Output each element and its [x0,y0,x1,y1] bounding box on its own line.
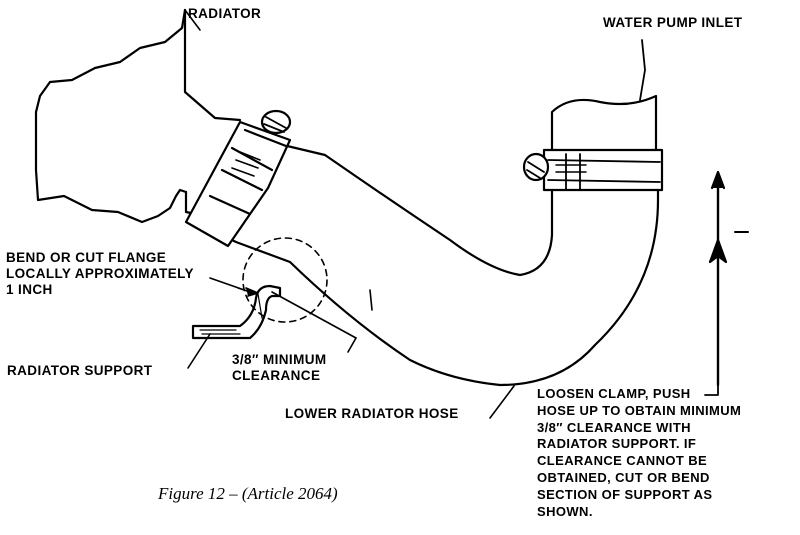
label-clearance-line-1: 3/8″ MINIMUM [232,352,327,367]
water-pump-inlet-pipe [550,39,658,152]
detail-circle [242,237,328,323]
figure-caption: Figure 12 – (Article 2064) [158,484,338,503]
label-bend-or-cut-line-3: 1 INCH [6,282,53,297]
label-lower-radiator-hose: LOWER RADIATOR HOSE [285,406,459,421]
instruction-line-6: OBTAINED, CUT OR BEND [537,469,710,485]
push-up-arrow [704,170,749,396]
instruction-line-1: LOOSEN CLAMP, PUSH [537,386,691,401]
instruction-line-2: HOSE UP TO OBTAIN MINIMUM [537,402,742,418]
radiator-tank [34,8,242,224]
radiator-support-bracket [191,284,282,340]
leader-lines [184,9,515,419]
label-clearance-line-2: CLEARANCE [232,368,321,383]
radiator-clamp [184,109,292,248]
instruction-line-3: 3/8″ CLEARANCE WITH [537,419,691,435]
instruction-line-8: SHOWN. [537,503,593,519]
label-instructions: LOOSEN CLAMP, PUSH HOSE UP TO OBTAIN MIN… [537,386,741,520]
label-radiator: RADIATOR [188,6,262,21]
label-bend-or-cut: BEND OR CUT FLANGE LOCALLY APPROXIMATELY… [6,250,194,298]
label-radiator-support: RADIATOR SUPPORT [7,363,153,378]
clearance-dimension [271,289,373,353]
water-pump-clamp [522,148,664,192]
label-clearance: 3/8″ MINIMUM CLEARANCE [232,352,327,384]
instruction-line-7: SECTION OF SUPPORT AS [537,486,713,502]
label-bend-or-cut-line-2: LOCALLY APPROXIMATELY [6,266,194,281]
label-water-pump-inlet: WATER PUMP INLET [603,15,743,30]
label-bend-or-cut-line-1: BEND OR CUT FLANGE [6,250,167,265]
instruction-line-5: CLEARANCE CANNOT BE [537,453,708,469]
instruction-line-4: RADIATOR SUPPORT. IF [537,436,697,452]
